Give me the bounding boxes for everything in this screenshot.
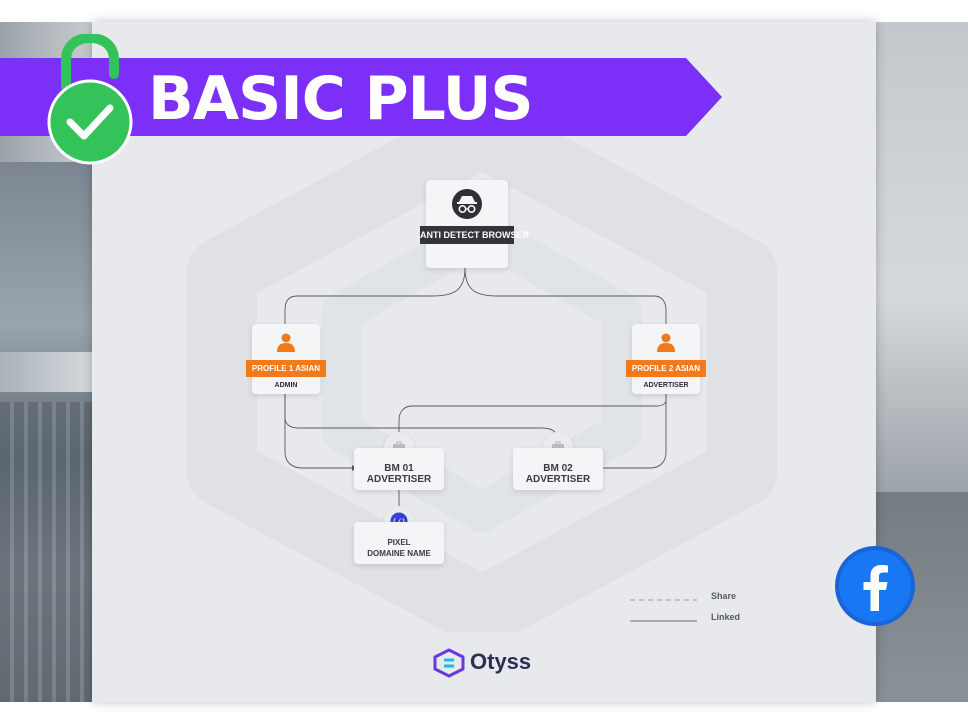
link-root-profile1 — [284, 267, 466, 324]
anti-detect-browser-label: ANTI DETECT BROWSER — [420, 226, 529, 244]
watermark-logo-icon — [187, 112, 777, 632]
lock-check-icon — [47, 34, 133, 165]
profile-2-role: ADVERTISER — [643, 382, 689, 389]
facebook-icon — [835, 546, 915, 626]
user-icon — [657, 333, 675, 352]
bm-01-role: ADVERTISER — [366, 474, 432, 485]
brand-name: Otyss — [470, 649, 532, 674]
bm-02-node: BM 02 ADVERTISER — [513, 448, 603, 490]
anti-detect-browser-node: ANTI DETECT BROWSER — [420, 180, 529, 268]
profile-1-role: ADMIN — [274, 382, 298, 389]
pixel-node: PIXEL DOMAINE NAME — [354, 522, 444, 564]
legend-linked-label: Linked — [711, 612, 741, 622]
incognito-icon — [452, 189, 482, 219]
plan-title: BASIC PLUS — [148, 64, 534, 134]
user-icon — [277, 333, 295, 352]
profile-2-node: PROFILE 2 ASIAN ADVERTISER — [626, 324, 706, 394]
otyss-logo-icon — [433, 648, 465, 678]
pixel-title: PIXEL — [387, 538, 411, 547]
link-profile1-bm02 — [284, 394, 559, 441]
legend-share-label: Share — [711, 591, 737, 601]
profile-2-label: PROFILE 2 ASIAN — [626, 360, 706, 377]
link-root-profile2 — [464, 267, 667, 324]
pixel-subtitle: DOMAINE NAME — [367, 549, 431, 558]
bm-02-role: ADVERTISER — [525, 474, 591, 485]
banner-shape — [0, 58, 722, 136]
link-profile2-bm02 — [602, 394, 667, 469]
profile-1-node: PROFILE 1 ASIAN ADMIN — [246, 324, 326, 394]
bm-01-title: BM 01 — [384, 463, 414, 474]
link-profile2-bm01 — [398, 394, 667, 434]
profile-1-label: PROFILE 1 ASIAN — [246, 360, 326, 377]
background-window-left — [0, 162, 92, 702]
plan-banner — [0, 58, 722, 136]
bm-02-title: BM 02 — [543, 463, 573, 474]
bm-01-node: BM 01 ADVERTISER — [354, 448, 444, 490]
link-profile1-bm01 — [284, 394, 352, 469]
